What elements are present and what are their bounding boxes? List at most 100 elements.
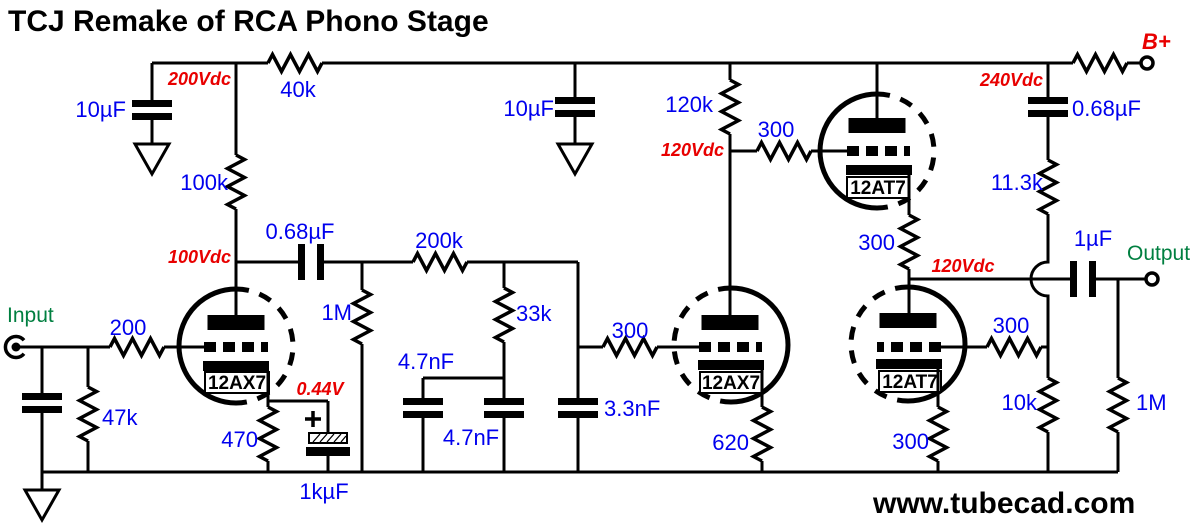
output-label: Output [1127, 242, 1190, 265]
input-load-value: 47k [102, 405, 138, 430]
cathode-resistor-v3-value: 300 [858, 230, 895, 255]
tube-v4-label: 12AT7 [882, 372, 938, 393]
rail-resistor [266, 52, 324, 74]
tube-envelope [817, 91, 878, 211]
tube-v1-label: 12AX7 [208, 373, 266, 394]
riaa-shunt-resistor [493, 286, 515, 344]
tube-label-box [878, 370, 942, 393]
tube-envelope [730, 285, 791, 405]
voltage-120vdc-upper: 120Vdc [661, 140, 724, 160]
riaa-series-value: 200k [415, 228, 464, 253]
resistor-icon [719, 78, 741, 136]
coupling-cap-value: 0.68µF [266, 219, 335, 244]
grid-stopper-v4 [985, 336, 1043, 358]
plate-bar [207, 315, 265, 330]
resistor-icon [225, 153, 247, 211]
resistor-icon [755, 140, 813, 162]
ground-icon [23, 488, 61, 522]
grid-leak-value: 1M [321, 300, 352, 325]
input-shunt-cap [22, 347, 62, 472]
grid-stopper-v3-value: 300 [758, 117, 795, 142]
plate-bar [848, 118, 906, 133]
cathode-bar [698, 360, 764, 370]
electrolytic-top-plate [308, 432, 348, 444]
plate-resistor-v2: 120k 120Vdc [661, 63, 741, 160]
cathode-resistor-v1 [257, 405, 279, 463]
tube-envelope [907, 284, 968, 404]
psu-cap-left: 10µF [75, 63, 172, 176]
riaa-network: 200k 33k 4.7nF 4.7nF 3.3nF [398, 228, 660, 472]
input-label: Input [7, 304, 54, 327]
divider-cap-value: 0.68µF [1072, 96, 1141, 121]
riaa-cap-b-icon [484, 398, 524, 418]
output-cap-icon [1070, 261, 1096, 297]
input-section: Input 200 47k [3, 304, 204, 472]
divider-resistor-top-value: 11.3k [991, 170, 1044, 195]
voltage-cathode-v1: 0.44V [296, 379, 345, 399]
tube-envelope-dashed [671, 285, 732, 405]
tube-v3: 12AT7 300 [817, 63, 937, 315]
grid-stopper-v2-value: 300 [612, 318, 649, 343]
grid-stopper-v1-value: 200 [110, 315, 147, 340]
divider-wire-with-hop [1029, 63, 1050, 472]
riaa-series-resistor [411, 251, 469, 273]
voltage-200vdc: 200Vdc [167, 69, 231, 89]
output-load-value: 1M [1136, 390, 1167, 415]
plate-resistor-v2-value: 120k [665, 92, 714, 117]
capacitor-icon [22, 393, 62, 413]
page-title: TCJ Remake of RCA Phono Stage [8, 5, 489, 38]
tube-envelope-dashed [876, 91, 937, 211]
plate-resistor-v1: 100k 100Vdc [168, 63, 247, 267]
cathode-bar [876, 359, 942, 369]
tube-envelope [176, 286, 237, 406]
cathode-bar [203, 361, 269, 371]
divider-resistor-bottom-value: 10k [1002, 390, 1038, 415]
psu-cap-left-value: 10µF [75, 97, 126, 122]
rail-resistor-value: 40k [280, 77, 316, 102]
website-label: www.tubecad.com [872, 487, 1135, 520]
capacitor-icon [298, 244, 324, 280]
grid-stopper-v1 [108, 336, 166, 358]
divider-cap-icon [1028, 97, 1068, 117]
plate-bar [879, 313, 937, 328]
input-load-resistor: 47k [77, 347, 138, 472]
cathode-bar [846, 165, 912, 175]
output-load-resistor [1107, 376, 1129, 434]
tube-v2: 12AX7 620 [671, 151, 791, 472]
cathode-resistor-v3 [898, 213, 920, 271]
plate-resistor-v1-value: 100k [180, 170, 229, 195]
coupling-cap: 0.68µF [236, 219, 578, 280]
capacitor-icon [555, 97, 595, 117]
voltage-120vdc-lower: 120Vdc [931, 256, 994, 276]
grid-stopper-v3: 300 [730, 117, 847, 162]
cathode-network-v1: 470 0.44V 1kµF [221, 371, 350, 504]
input-jack-icon [3, 334, 26, 360]
tube-v1: 12AX7 [176, 262, 296, 406]
cathode-bypass-value: 1kµF [299, 479, 348, 504]
ground-icon [133, 142, 171, 176]
riaa-cap-b-value: 4.7nF [443, 425, 499, 450]
riaa-shunt-value: 33k [516, 301, 552, 326]
resistor-icon [77, 385, 99, 443]
output-terminal [1144, 271, 1160, 287]
cathode-resistor-v4-value: 300 [892, 429, 929, 454]
riaa-cap-c-value: 3.3nF [604, 396, 660, 421]
tube-v2-label: 12AX7 [702, 373, 760, 394]
plate-bar [701, 315, 759, 330]
cathode-resistor-v2-value: 620 [712, 430, 749, 455]
grid-leak-resistor: 1M [321, 262, 373, 472]
cathode-bypass-cap: 1kµF [299, 401, 350, 504]
psu-divider-column: 0.68µF 11.3k 10k [991, 63, 1141, 472]
voltage-100vdc: 100Vdc [168, 247, 231, 267]
b-plus-rail: 40k B+ 200Vdc 240Vdc [152, 29, 1171, 102]
capacitor-icon [132, 100, 172, 120]
tube-envelope-dashed [235, 286, 296, 406]
voltage-240vdc: 240Vdc [979, 70, 1043, 90]
output-cap-value: 1µF [1074, 226, 1112, 251]
psu-cap-mid: 10µF [503, 63, 595, 176]
tube-envelope-dashed [848, 284, 909, 404]
ground-icon [556, 142, 594, 176]
output-section: 1µF 1M Output [1070, 226, 1190, 472]
